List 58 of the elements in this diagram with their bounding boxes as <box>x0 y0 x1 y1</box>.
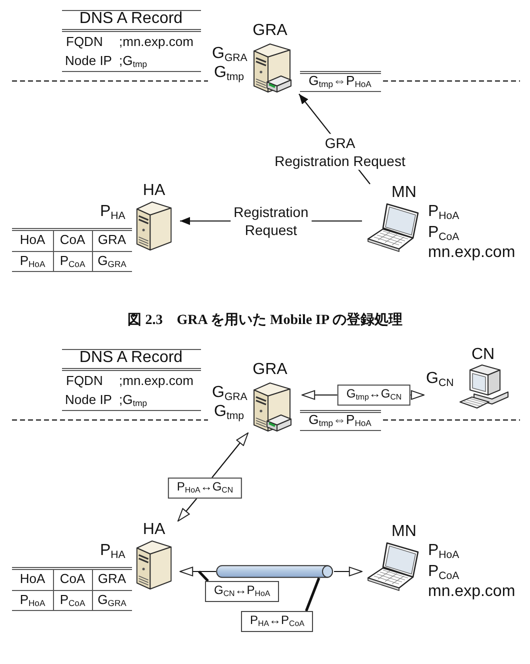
field-value: ;mn.exp.com <box>119 35 194 50</box>
device-name: GRA <box>252 361 288 380</box>
address-label: G$_{CN}$ <box>426 370 454 388</box>
field-name: FQDN <box>66 35 103 50</box>
table-value: P$_{CoA}$ <box>60 254 86 269</box>
address-label: P$_{HA}$ <box>100 203 126 222</box>
arrow <box>180 566 216 576</box>
mapping-entry: G$_{tmp}$⇔P$_{HoA}$ <box>308 74 372 89</box>
address-label: mn.exp.com <box>428 583 516 602</box>
address-label: G$_{tmp}$ <box>214 64 244 82</box>
address-label: mn.exp.com <box>428 244 516 262</box>
mapping-box: G$_{tmp}$↔G$_{CN}$ <box>337 384 411 406</box>
callout-box: P$_{HA}$↔P$_{CoA}$ <box>241 611 314 632</box>
table-value: G$_{GRA}$ <box>98 254 126 269</box>
figure-caption: 図 2.3 GRA を用いた Mobile IP の登録処理 <box>128 313 402 330</box>
field-value: ;mn.exp.com <box>119 374 194 389</box>
address-label: P$_{HA}$ <box>100 542 126 560</box>
field-name: FQDN <box>66 374 103 389</box>
table-value: G$_{GRA}$ <box>98 593 126 608</box>
column-header: HoA <box>20 233 46 248</box>
device-name: HA <box>142 182 166 200</box>
table-value: P$_{HoA}$ <box>20 593 46 608</box>
address-label: P$_{HoA}$ <box>428 203 460 222</box>
column-header: GRA <box>98 572 126 587</box>
arrow <box>178 498 198 522</box>
device-name: CN <box>471 346 495 364</box>
field-name: Node IP <box>65 54 112 69</box>
device-name: MN <box>392 523 416 542</box>
device-name: MN <box>392 184 416 202</box>
field-value: ;G$_{tmp}$ <box>119 393 148 408</box>
device-name: HA <box>142 521 166 540</box>
address-label: P$_{CoA}$ <box>428 224 460 242</box>
field-name: Node IP <box>65 393 112 408</box>
address-label: P$_{HoA}$ <box>428 542 460 560</box>
column-header: GRA <box>98 233 126 248</box>
arrow <box>334 566 362 576</box>
tunnel-pipe <box>216 565 334 578</box>
table-value: P$_{HoA}$ <box>20 254 46 269</box>
address-label: G$_{GRA}$ <box>212 45 248 64</box>
table-title: DNS A Record <box>79 349 183 368</box>
callout-box: G$_{CN}$↔P$_{HoA}$ <box>205 581 280 602</box>
address-label: G$_{GRA}$ <box>212 384 248 402</box>
mapping-entry: G$_{tmp}$⇔P$_{HoA}$ <box>308 413 372 428</box>
column-header: HoA <box>20 572 46 587</box>
arrow <box>410 390 424 400</box>
field-value: ;G$_{tmp}$ <box>119 54 148 69</box>
mapping-box: P$_{HoA}$↔G$_{CN}$ <box>168 478 242 498</box>
leader-line <box>198 570 209 582</box>
table-value: P$_{CoA}$ <box>60 593 86 608</box>
device-name: GRA <box>252 22 288 40</box>
column-header: CoA <box>60 572 86 587</box>
arrow <box>302 390 338 400</box>
address-label: P$_{CoA}$ <box>428 563 460 582</box>
arrow <box>212 432 248 478</box>
leader-line <box>304 578 320 612</box>
column-header: CoA <box>60 233 86 248</box>
address-label: G$_{tmp}$ <box>214 403 244 422</box>
table-title: DNS A Record <box>79 10 183 28</box>
